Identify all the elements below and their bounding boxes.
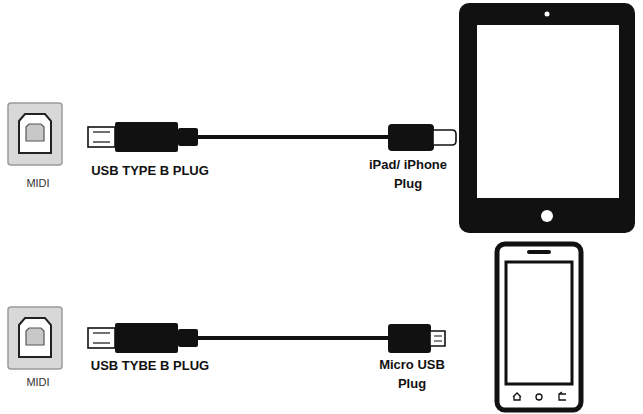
plug-label: Micro USB Plug [371,356,453,394]
phone-button [536,394,542,400]
ipad [459,3,635,233]
port-label: MIDI [26,375,49,391]
phone-screen [506,262,572,384]
usb-b-port [8,103,62,165]
micro-usb-plug [388,324,431,353]
micro-usb-tip [430,331,445,346]
port-label: MIDI [26,176,49,192]
phone [497,244,581,410]
plug-label: USB TYPE B PLUG [91,162,209,181]
usb-b-plug [88,323,198,353]
usb-b-plug [88,122,198,152]
phone-button [513,393,521,400]
phone-speaker [527,250,551,254]
lightning-plug [388,124,434,151]
ipad-screen [477,25,619,198]
ipad-home-button [541,210,553,222]
ipad-camera [545,12,550,17]
plug-label: USB TYBE B PLUG [91,357,209,376]
plug-label: iPad/ iPhone Plug [358,156,458,194]
usb-b-port [8,307,62,369]
lightning-tip [433,130,456,145]
cable [196,135,392,139]
cable [196,336,392,340]
phone-button [559,392,566,400]
